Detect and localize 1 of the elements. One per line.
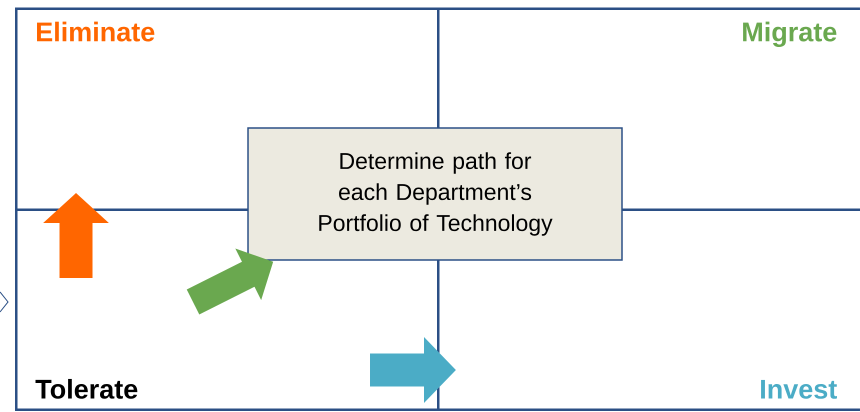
text-box: Determine path for each Department’s Portfolio of Technology xyxy=(247,127,623,261)
